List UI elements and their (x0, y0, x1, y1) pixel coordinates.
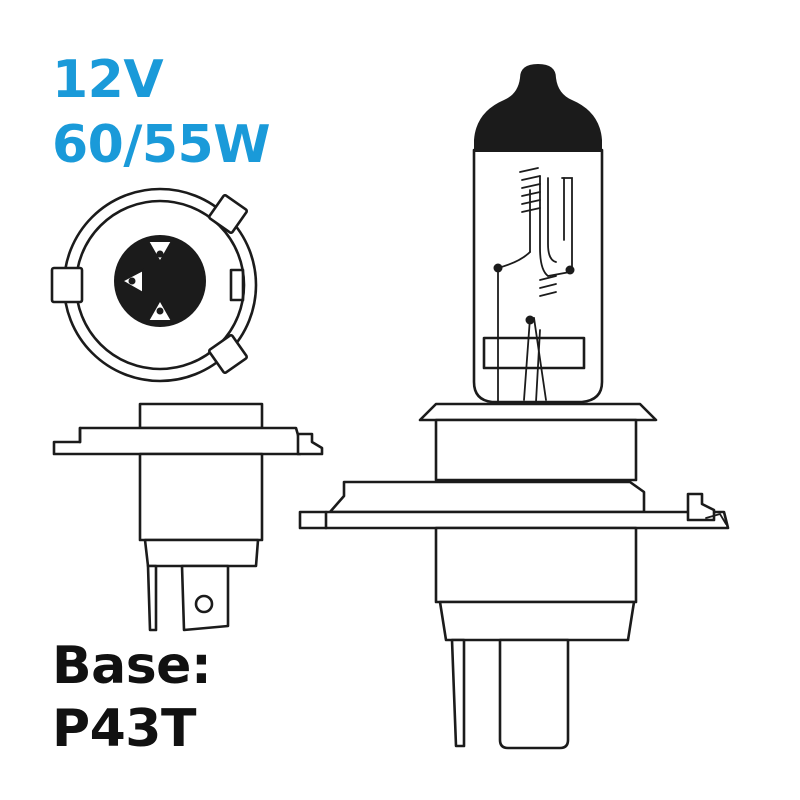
base-side-view-drawing (52, 402, 324, 632)
base-heading: Base: (52, 636, 212, 696)
connector-disc (114, 235, 206, 327)
base-top-view-drawing (50, 187, 258, 383)
bulb-side-view-drawing (298, 64, 730, 750)
voltage-label: 12V (52, 50, 164, 110)
wattage-label: 60/55W (52, 115, 271, 175)
base-type-value: P43T (52, 699, 196, 759)
